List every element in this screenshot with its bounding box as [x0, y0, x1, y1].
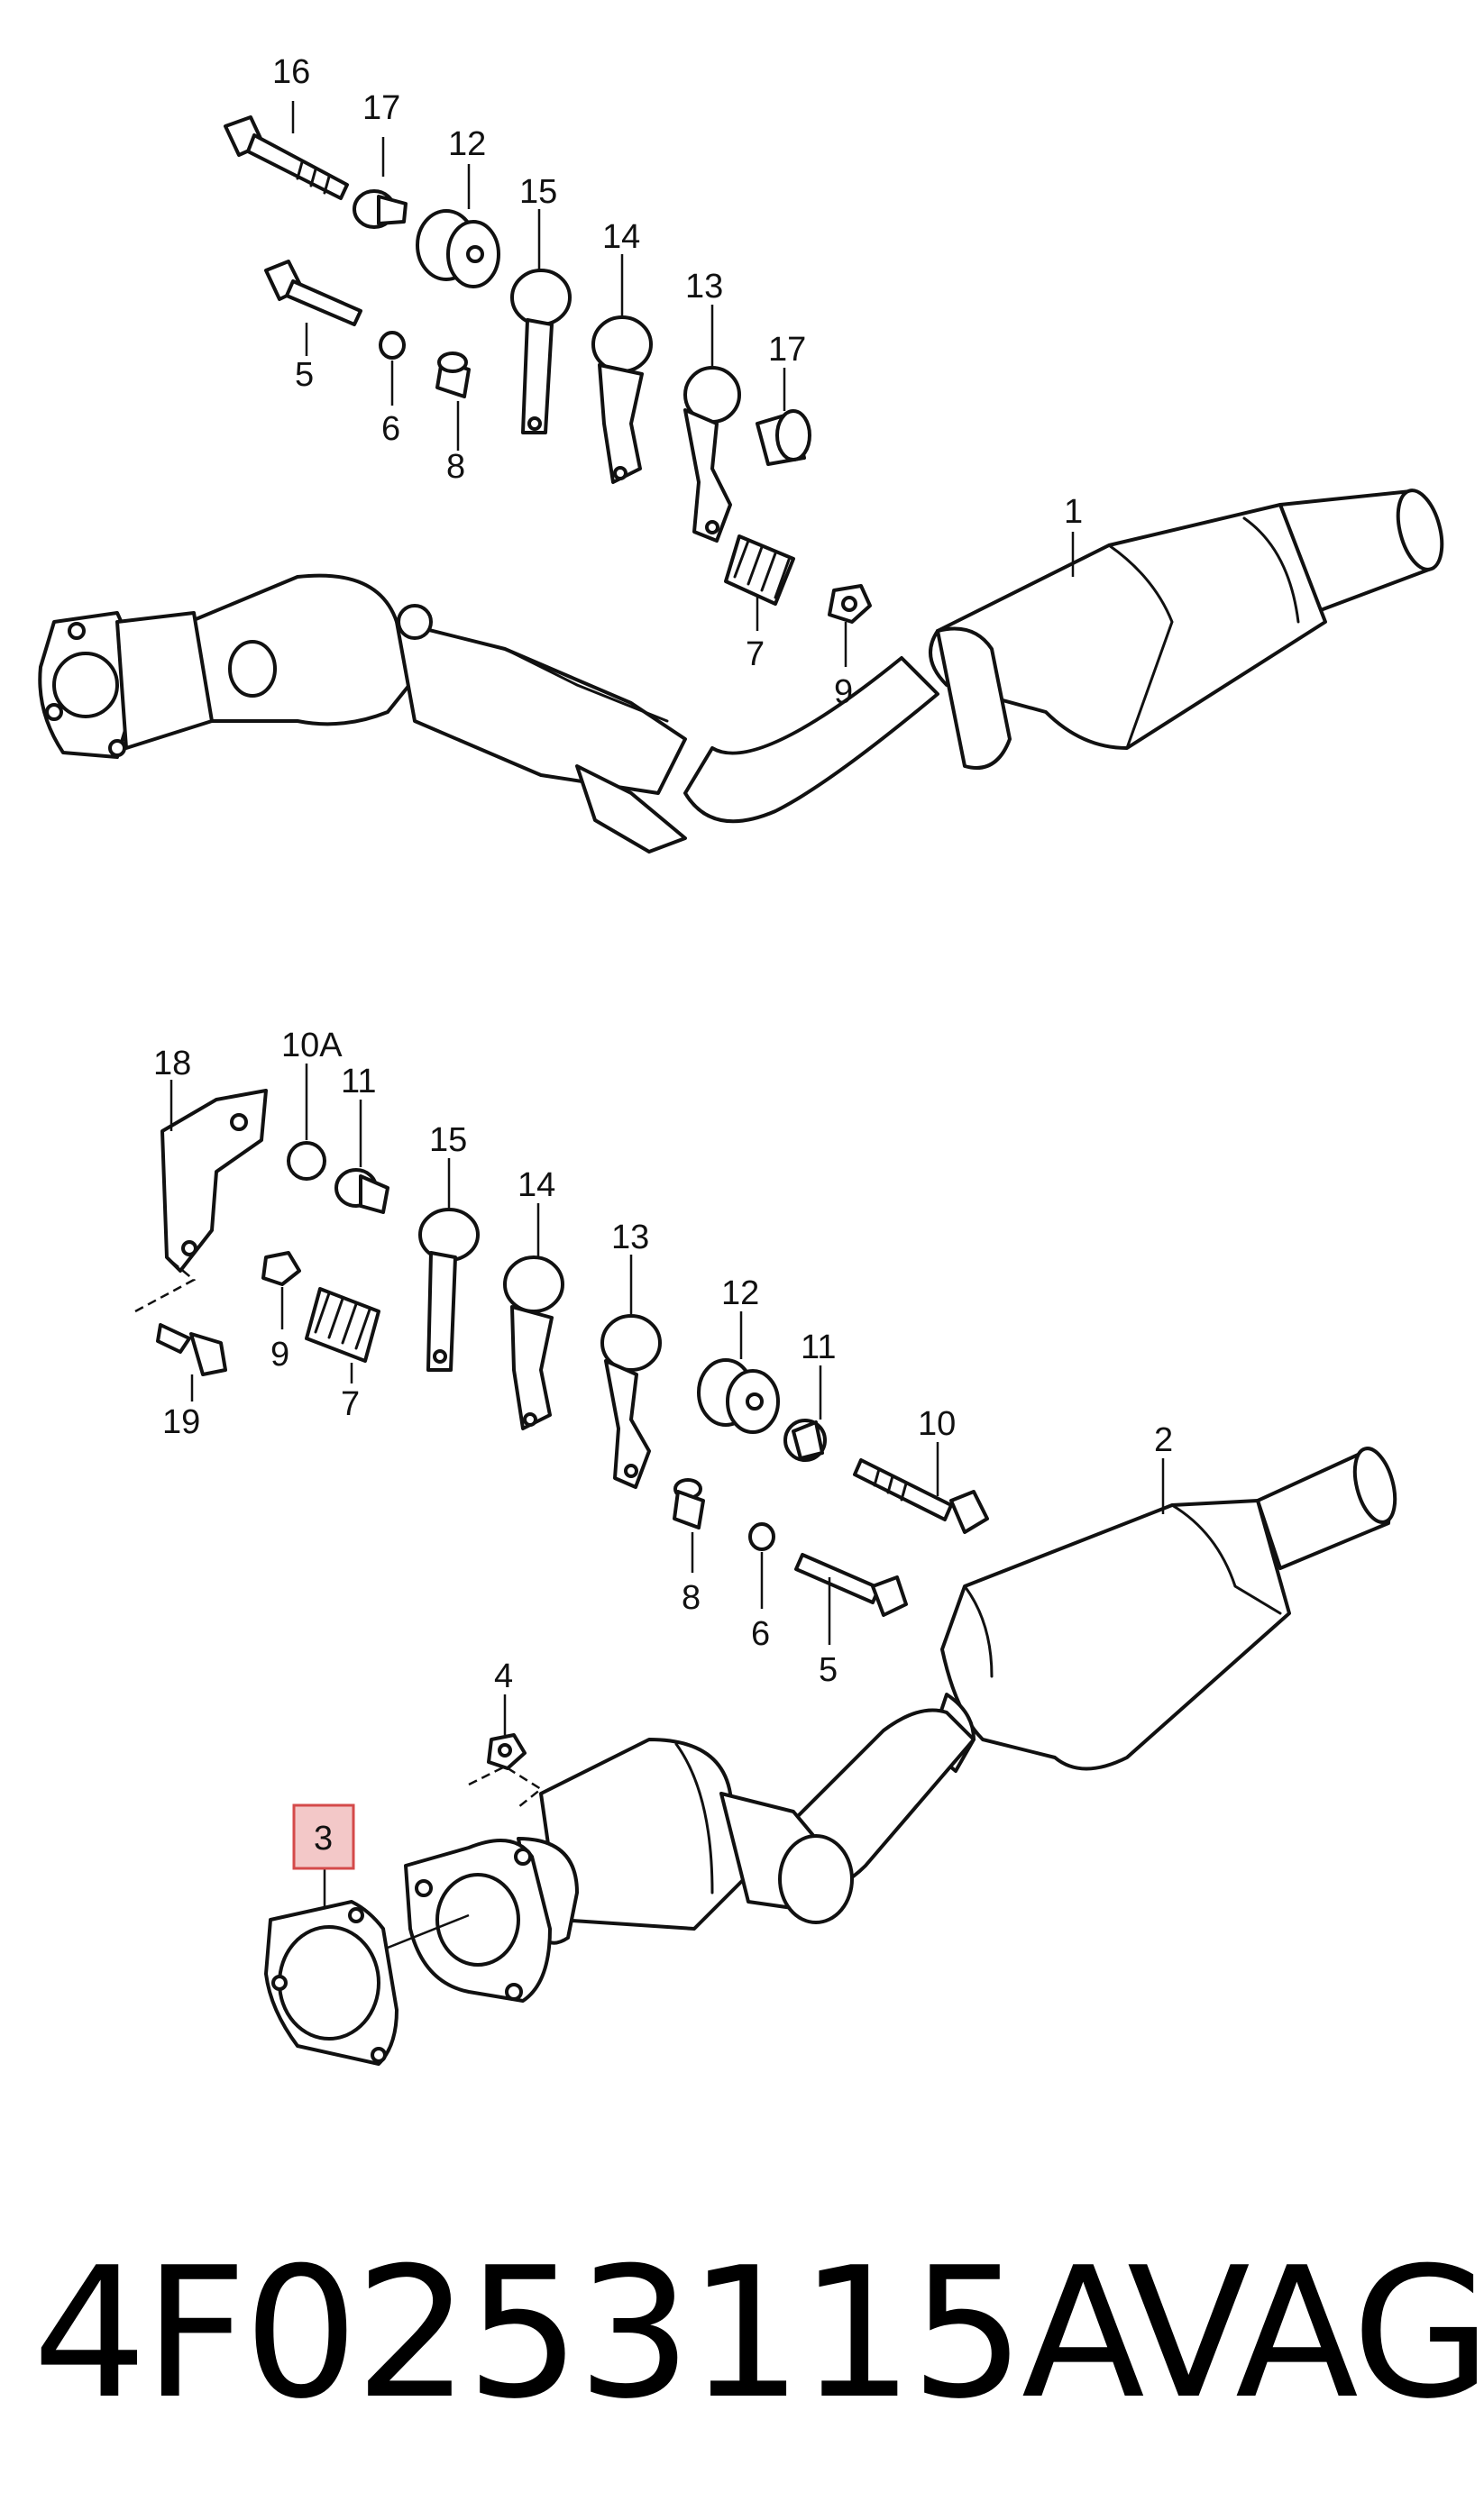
- callout-14: 14: [518, 1166, 555, 1204]
- callout-12: 12: [448, 125, 486, 163]
- front-pipe-assembly: [38, 573, 687, 854]
- highlight-box-callout-3: [292, 1803, 355, 1870]
- catalytic-converter-1: [683, 488, 1444, 824]
- top-leaders: [291, 101, 1075, 667]
- callout-11: 11: [341, 1063, 376, 1100]
- callout-4: 4: [494, 1657, 513, 1695]
- callout-17: 17: [362, 89, 400, 127]
- callout-19: 19: [162, 1403, 200, 1441]
- bottom-leaders: [169, 1064, 1165, 1906]
- part-number: 4F0253115A: [32, 2229, 1145, 2439]
- callout-1: 1: [1064, 493, 1083, 531]
- pre-cat-flange-assembly: [378, 1738, 854, 2003]
- callout-14: 14: [602, 218, 640, 256]
- callout-9: 9: [834, 673, 853, 711]
- callout-13: 13: [685, 268, 723, 306]
- callout-15: 15: [519, 173, 557, 211]
- callout-11b: 11: [801, 1328, 836, 1366]
- callout-18: 18: [153, 1045, 191, 1082]
- top-assembly: 16 17 12 15 14 13 17 5 6 8 1 7 9: [38, 53, 1444, 854]
- callout-10A: 10A: [281, 1027, 343, 1064]
- brand-name: VAG: [1127, 2229, 1484, 2439]
- callout-7: 7: [341, 1385, 360, 1423]
- callout-5: 5: [295, 356, 314, 394]
- top-callouts: 16 17 12 15 14 13 17 5 6 8 1 7 9: [272, 53, 1083, 711]
- gasket-3: [264, 1900, 398, 2066]
- callout-13: 13: [611, 1219, 649, 1256]
- callout-16: 16: [272, 53, 310, 91]
- callout-8: 8: [446, 448, 465, 486]
- callout-8: 8: [682, 1579, 701, 1617]
- callout-12: 12: [721, 1274, 759, 1312]
- callout-17b: 17: [768, 331, 806, 369]
- callout-5: 5: [819, 1651, 838, 1689]
- callout-6: 6: [751, 1615, 770, 1653]
- top-hardware: [224, 115, 872, 624]
- bottom-hardware: [134, 1089, 989, 1808]
- callout-10: 10: [918, 1405, 956, 1443]
- callout-2: 2: [1154, 1421, 1173, 1459]
- bottom-assembly: 18 10A 11 15 14 13 12 11 10 19 9 7 2 8 6…: [134, 1027, 1397, 2066]
- callout-6: 6: [381, 410, 400, 448]
- callout-3: 3: [314, 1820, 333, 1858]
- catalytic-converter-2: [774, 1447, 1397, 1892]
- callout-7: 7: [746, 635, 765, 673]
- callout-9: 9: [270, 1336, 289, 1374]
- callout-15: 15: [429, 1121, 467, 1159]
- bottom-callouts: 18 10A 11 15 14 13 12 11 10 19 9 7 2 8 6…: [153, 1027, 1173, 1858]
